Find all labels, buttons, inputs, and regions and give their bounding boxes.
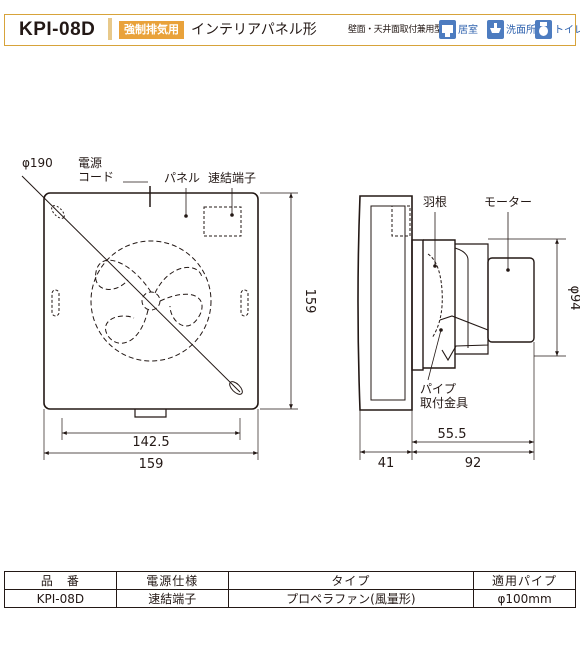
washroom-icon	[487, 20, 504, 39]
header-separator	[108, 18, 112, 40]
side-view	[357, 195, 566, 460]
mount-screw-top	[51, 205, 65, 219]
col-header-type: タイプ	[227, 571, 475, 590]
motor-label: モーター	[484, 195, 532, 209]
room-icon	[439, 20, 456, 39]
width-dim: 159	[139, 457, 164, 472]
panel-type-label: インテリアパネル形	[191, 22, 317, 38]
usage-badge: 強制排気用	[119, 21, 184, 39]
mount-screw-bottom	[229, 381, 243, 395]
room-label: トイレ	[554, 25, 580, 36]
front-view	[21, 175, 298, 460]
cell-power: 速結端子	[115, 589, 229, 608]
cell-model: KPI-08D	[4, 589, 117, 608]
inner-width-dim: 142.5	[132, 435, 169, 450]
spec-table: 品 番 電源仕様 タイプ 適用パイプ KPI-08D 速結端子 プロペラファン(…	[4, 571, 576, 608]
motor	[487, 257, 535, 343]
dim-55-5: 55.5	[438, 427, 467, 442]
bottom-tab	[134, 409, 167, 418]
mount-type-label: 壁面・天井面取付兼用型	[348, 25, 443, 35]
power-cord-label: 電源コード	[78, 156, 114, 184]
model-number: KPI-08D	[19, 19, 96, 40]
table-row: KPI-08D 速結端子 プロペラファン(風量形) φ100mm	[4, 589, 576, 608]
cell-pipe: φ100mm	[473, 589, 576, 608]
panel-outline	[43, 192, 259, 410]
col-header-power: 電源仕様	[115, 571, 229, 590]
dim-41: 41	[378, 456, 395, 471]
product-header: KPI-08D 強制排気用 インテリアパネル形 壁面・天井面取付兼用型 居室 洗…	[4, 14, 580, 46]
cell-type: プロペラファン(風量形)	[227, 589, 475, 608]
side-panel	[357, 195, 413, 411]
toilet-icon	[535, 20, 552, 39]
blade-label: 羽根	[423, 195, 447, 209]
dim-92: 92	[465, 456, 482, 471]
fan-blades	[90, 240, 212, 362]
table-header-row: 品 番 電源仕様 タイプ 適用パイプ	[4, 571, 576, 590]
height-dim: 159	[302, 289, 317, 314]
col-header-model: 品 番	[4, 571, 117, 590]
room-label: 洗面所	[506, 25, 536, 36]
terminal-box	[203, 206, 242, 237]
technical-drawing: φ190 電源コード パネル 速結端子 142.5 159 159 羽根 モータ…	[21, 156, 580, 472]
pipe-dia-dim: φ94	[567, 285, 580, 310]
col-header-pipe: 適用パイプ	[473, 571, 576, 590]
pipe-bracket-label: パイプ取付金具	[420, 382, 468, 410]
diameter-label: φ190	[22, 156, 53, 170]
room-label: 居室	[458, 25, 478, 36]
terminal-label: 速結端子	[208, 171, 256, 185]
panel-label: パネル	[164, 171, 200, 185]
